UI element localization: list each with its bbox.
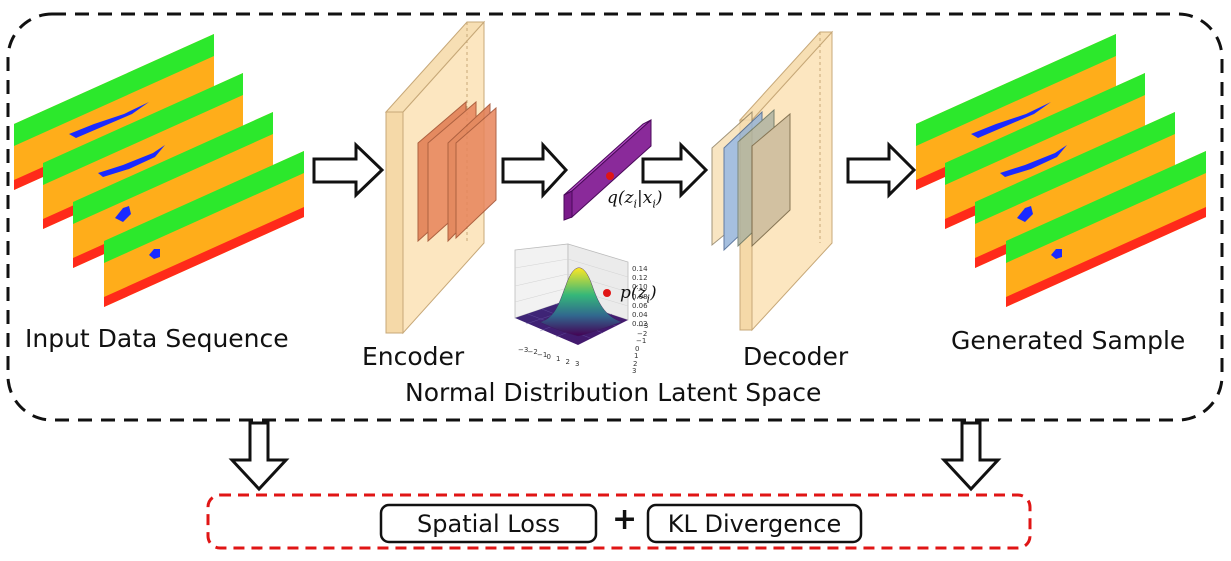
latent-space-label: Normal Distribution Latent Space xyxy=(405,378,822,407)
z-tick-label: 0.10 xyxy=(632,283,648,292)
x-tick-label: −2 xyxy=(527,348,538,357)
kl-divergence-box xyxy=(646,503,863,544)
y-tick-label: −2 xyxy=(637,329,648,338)
x-tick-label: −1 xyxy=(537,350,548,359)
model-frame xyxy=(6,12,1224,422)
x-tick-label: −3 xyxy=(518,346,529,354)
z-tick-label: 0.08 xyxy=(632,292,648,301)
z-tick-label: 0.04 xyxy=(632,311,648,319)
generated-sequence xyxy=(916,34,1206,307)
x-tick-label: 0 xyxy=(546,352,551,361)
kl-divergence-label: KL Divergence xyxy=(667,509,842,538)
y-tick-label: 3 xyxy=(632,367,637,375)
loss-frame xyxy=(206,493,1032,550)
y-tick-label: −1 xyxy=(636,337,647,345)
spatial-loss-label: Spatial Loss xyxy=(417,509,560,538)
prior-label: p(zi) xyxy=(620,283,657,306)
encoder-label: Encoder xyxy=(362,342,465,371)
z-tick-label: 0.12 xyxy=(632,274,648,283)
decoder-block xyxy=(711,30,834,332)
latent-sample-dot xyxy=(606,172,614,180)
encoder-block xyxy=(384,20,497,335)
input-label: Input Data Sequence xyxy=(25,324,289,353)
gaussian-plot xyxy=(514,243,629,345)
y-tick-label: 1 xyxy=(634,352,639,360)
z-tick-label: 0.06 xyxy=(632,301,648,310)
x-tick-label: 2 xyxy=(565,357,570,366)
arrow-right xyxy=(312,141,917,199)
prior-sample-dot xyxy=(603,289,611,297)
y-tick-label: 0 xyxy=(635,344,640,353)
posterior-label: q(zi|xi) xyxy=(607,188,663,211)
y-tick-label: −3 xyxy=(638,322,649,330)
input-sequence xyxy=(14,34,304,307)
decoder-label: Decoder xyxy=(743,342,849,371)
y-tick-label: 2 xyxy=(633,359,638,368)
plus-sign: + xyxy=(612,502,638,537)
arrow-down xyxy=(228,421,1002,492)
z-tick-label: 0.14 xyxy=(632,265,648,273)
z-tick-label: 0.02 xyxy=(632,320,648,329)
spatial-loss-box xyxy=(379,503,598,544)
x-tick-label: 3 xyxy=(575,359,580,368)
latent-vector xyxy=(563,118,652,221)
generated-label: Generated Sample xyxy=(951,326,1186,355)
x-tick-label: 1 xyxy=(556,355,561,364)
